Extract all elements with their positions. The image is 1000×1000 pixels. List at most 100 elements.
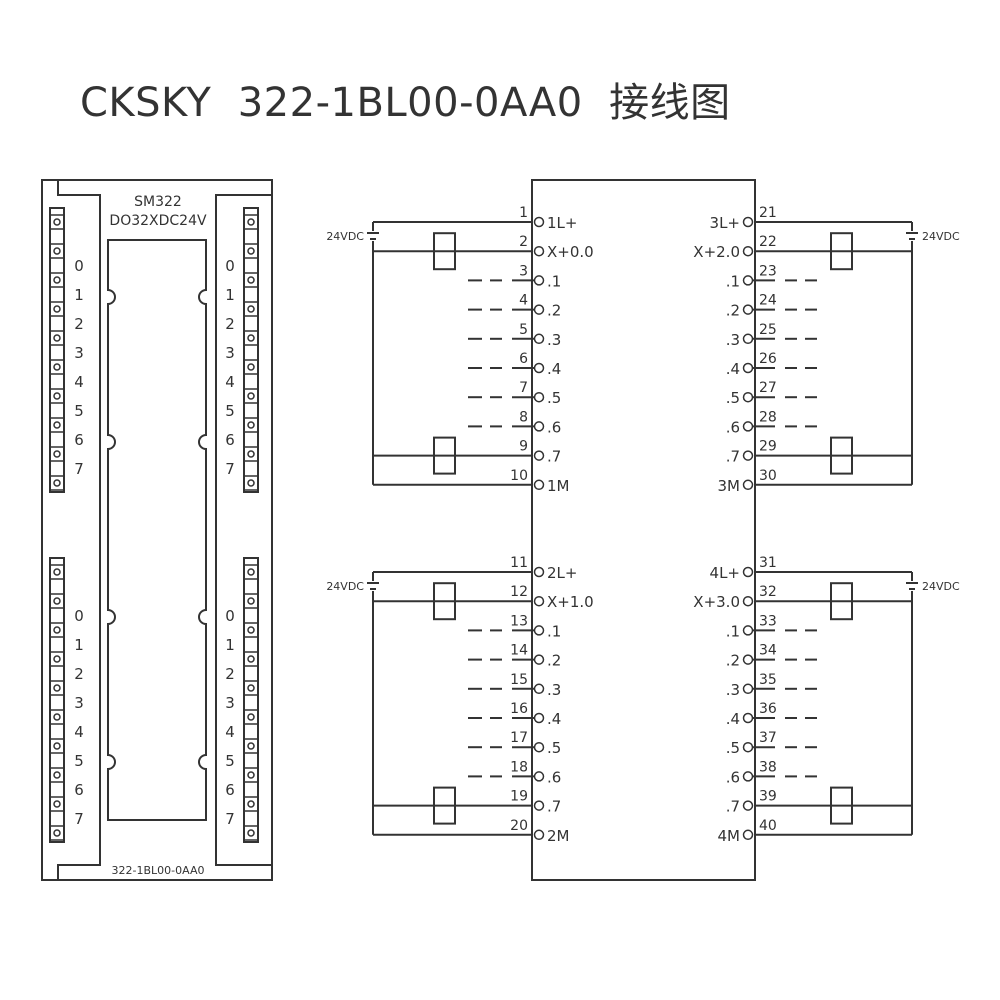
terminal-screw-icon [247,479,255,487]
terminal-number: 35 [759,672,777,688]
output-group-4: 314L+32X+3.033.134.235.336.437.538.639.7… [693,555,960,845]
terminal-cell [243,417,259,433]
terminal-cell [243,593,259,609]
terminal-screw-icon [53,247,61,255]
terminal-number: 20 [510,818,528,834]
terminal-point-icon [533,771,545,782]
terminal-point-icon [742,800,754,811]
channel-label: 5 [74,402,84,420]
terminal-cell [49,680,65,696]
terminal-block-outline [243,557,259,843]
terminal-label: .1 [726,622,740,640]
terminal-cell [243,214,259,230]
terminal-point-icon [533,654,545,665]
terminal-cell [243,767,259,783]
terminal-number: 23 [759,263,777,279]
terminal-cell [243,738,259,754]
terminal-number: 29 [759,439,777,455]
terminal-label: .6 [726,768,740,786]
battery-gap [368,231,378,241]
terminal-number: 24 [759,293,777,309]
terminal-screw-icon [247,655,255,663]
channel-label: 2 [225,315,235,333]
terminal-point-icon [742,654,754,665]
terminal-number: 21 [759,205,777,221]
terminal-label: .6 [726,418,740,436]
terminal-34: 34.2 [726,643,817,670]
terminal-body [531,179,756,881]
channel-label: 5 [225,752,235,770]
terminal-screw-icon [53,334,61,342]
terminal-label: .1 [547,622,561,640]
terminal-label: .1 [726,272,740,290]
module-part-number: 322-1BL00-0AA0 [112,864,205,877]
terminal-number: 14 [510,643,528,659]
terminal-6: 6.4 [468,351,561,378]
terminal-number: 22 [759,234,777,250]
terminal-point-icon [742,771,754,782]
terminal-cell [49,214,65,230]
terminal-38: 38.6 [726,759,817,786]
terminal-26: 26.4 [726,351,817,378]
terminal-cell [243,475,259,491]
terminal-screw-icon [53,450,61,458]
terminal-label: .2 [547,652,561,670]
terminal-label: .2 [726,302,740,320]
load-coil-icon [433,786,456,825]
channel-label: 0 [225,257,235,275]
terminal-7: 7.5 [468,380,561,407]
left-terminal-strip-outline [57,180,101,880]
terminal-screw-icon [53,421,61,429]
terminal-label: 4L+ [710,564,740,582]
terminal-screw-icon [247,450,255,458]
terminal-label: X+3.0 [693,593,740,611]
terminal-cell [49,243,65,259]
module-outline [41,179,273,881]
battery-gap [907,231,917,241]
terminal-4: 4.2 [468,293,561,320]
terminal-35: 35.3 [726,672,817,699]
terminal-screw-icon [53,800,61,808]
terminal-number: 9 [519,439,528,455]
terminal-number: 16 [510,701,528,717]
load-coil-icon [830,232,853,271]
terminal-number: 2 [519,234,528,250]
battery-gap [368,581,378,591]
page-title: CKSKY 322-1BL00-0AA0 接线图 [80,80,731,126]
terminal-cell [243,388,259,404]
terminal-cell [243,564,259,580]
output-group-3: 112L+12X+1.013.114.215.316.417.518.619.7… [326,555,593,845]
terminal-number: 40 [759,818,777,834]
terminal-cell [243,446,259,462]
terminal-5: 5.3 [468,322,561,349]
terminal-24: 24.2 [726,293,817,320]
terminal-screw-icon [53,597,61,605]
terminal-label: .4 [726,360,740,378]
channel-label: 5 [225,402,235,420]
terminal-screw-icon [53,363,61,371]
channel-label: 1 [74,636,84,654]
terminal-number: 3 [519,263,528,279]
terminal-label: 3L+ [710,214,740,232]
terminal-cell [49,446,65,462]
terminal-cell [243,359,259,375]
terminal-1: 11L+ [373,205,577,232]
channel-label: 7 [225,810,235,828]
terminal-cell [49,622,65,638]
terminal-point-icon [533,304,545,315]
terminal-number: 34 [759,643,777,659]
terminal-screw-icon [53,713,61,721]
terminal-cell [49,388,65,404]
terminal-number: 17 [510,730,528,746]
terminal-point-icon [533,275,545,286]
terminal-label: 2L+ [547,564,577,582]
terminal-3: 3.1 [468,263,561,290]
terminal-label: .4 [547,360,561,378]
terminal-point-icon [533,450,545,461]
terminal-screw-icon [247,742,255,750]
channel-label: 0 [74,607,84,625]
